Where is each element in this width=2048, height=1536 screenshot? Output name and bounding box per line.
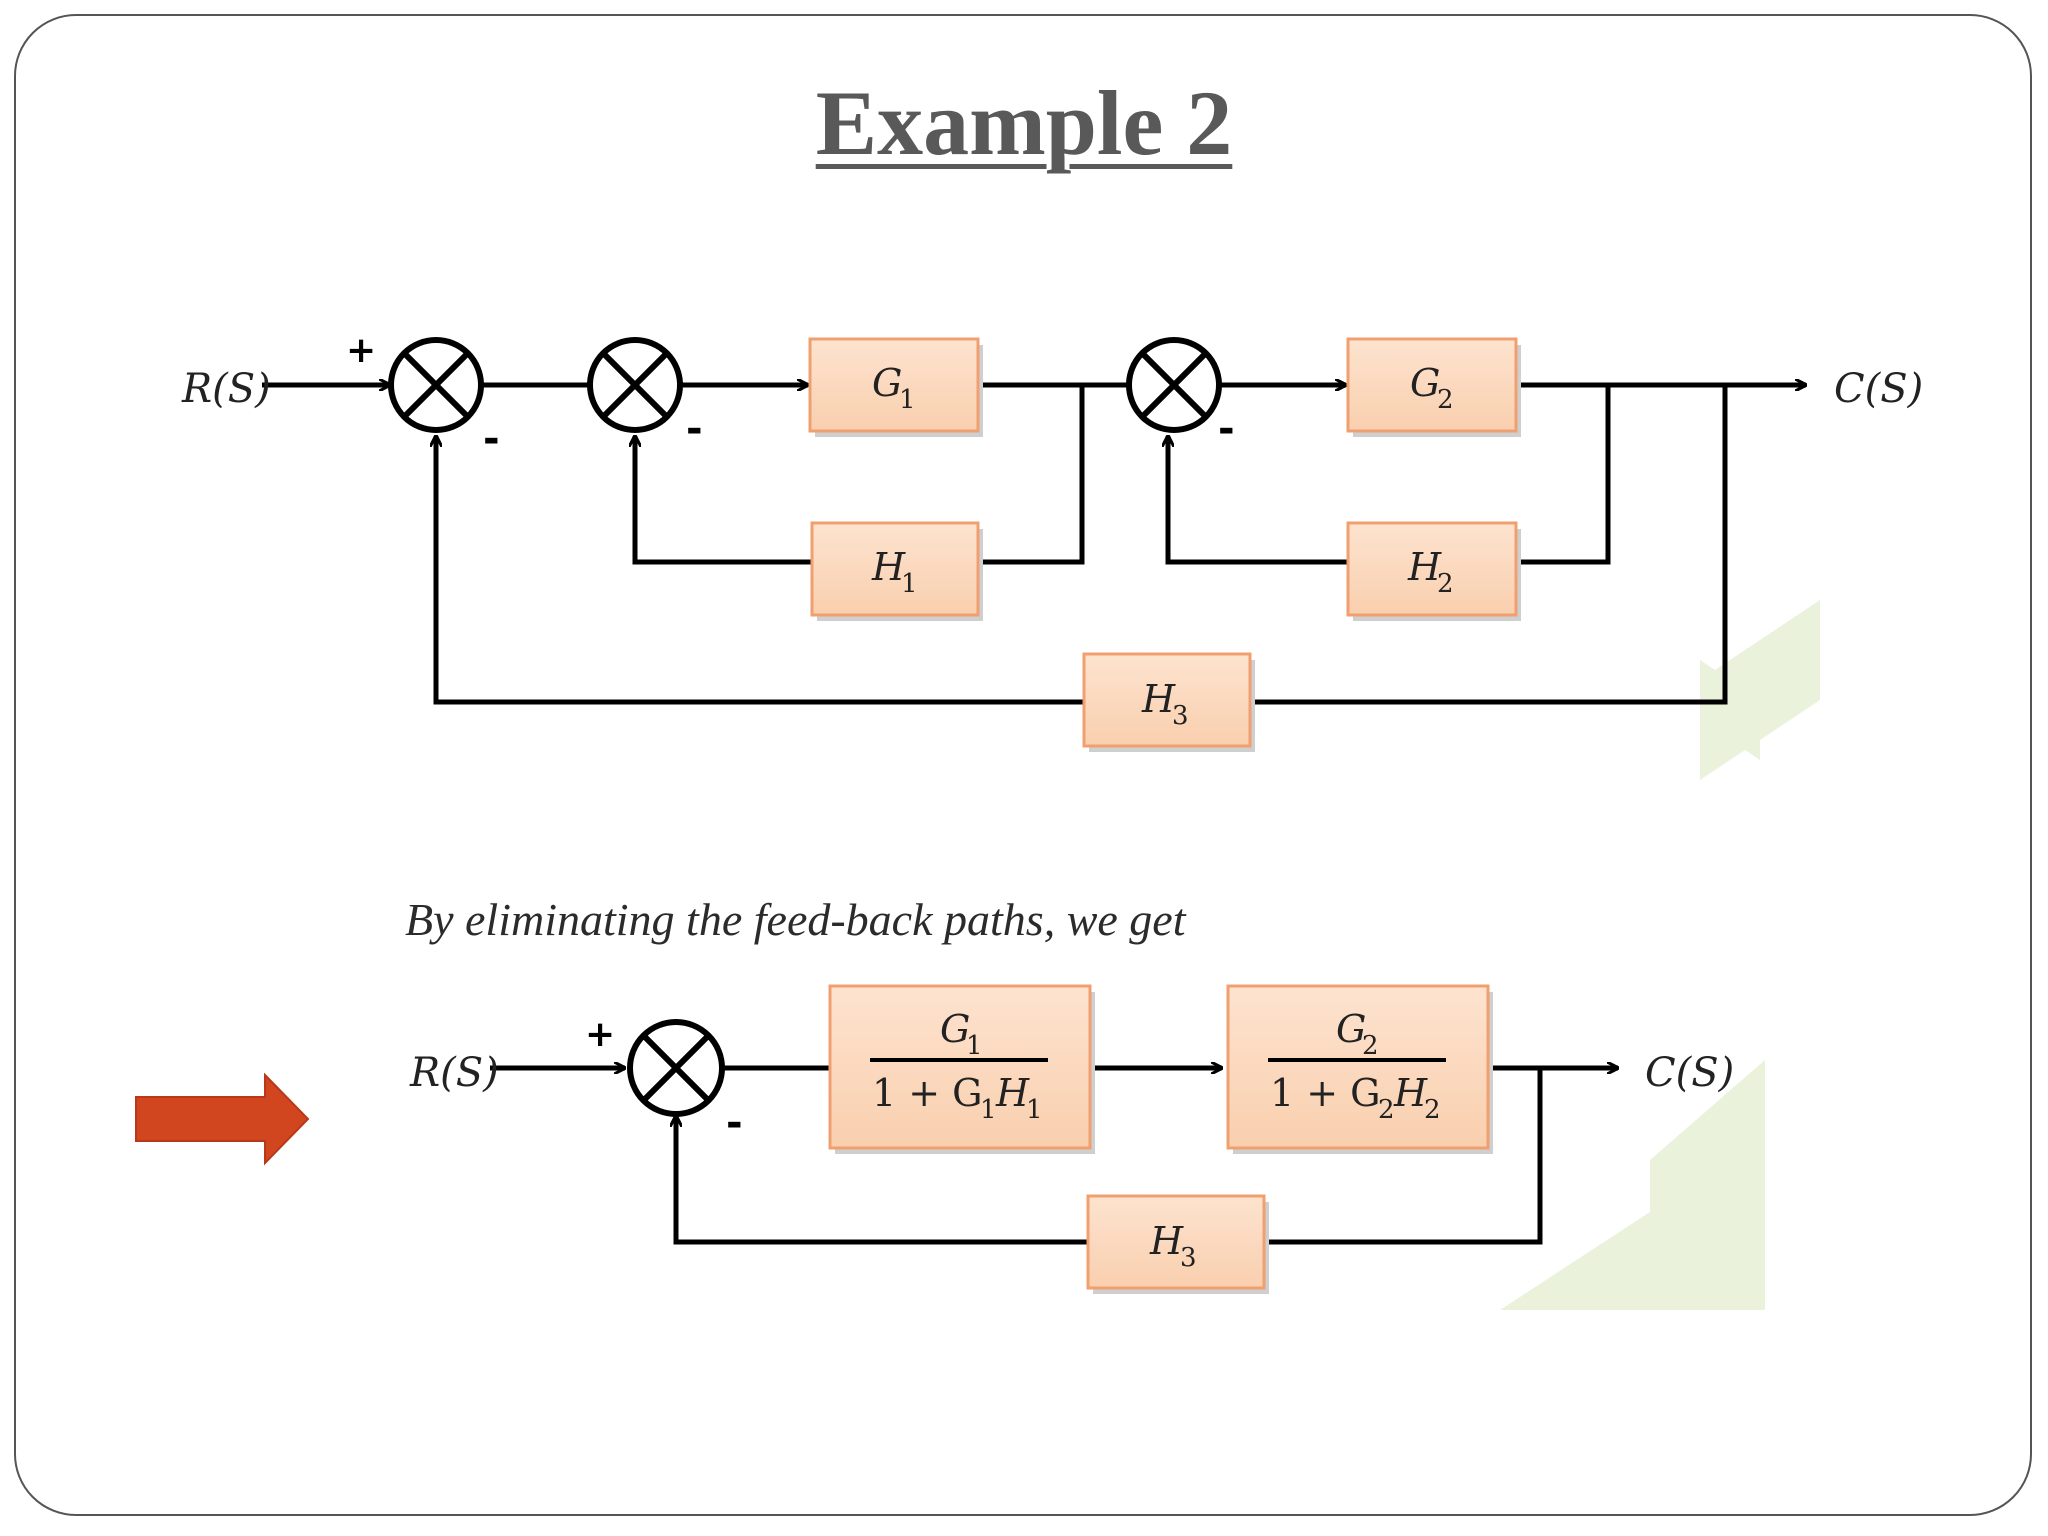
svg-text:1: 1 [966,1031,983,1061]
svg-text:H: H [1407,545,1442,589]
wire-h3-takeoff [1250,385,1728,705]
svg-text:1: 1 [899,385,916,415]
wire-h2-takeoff [1516,385,1611,565]
bottom-diagram: + - R(S) C(S) G 1 1 + G 1 H 1 G 2 1 + G … [409,984,1734,1294]
svg-text:1: 1 [980,1095,997,1125]
svg-text:2: 2 [1362,1031,1379,1061]
summing-junction-2 [587,337,683,433]
svg-text:H: H [1141,677,1176,721]
minus-sign: - [686,406,703,452]
svg-text:G: G [1410,361,1440,405]
block-g1: G 1 [808,337,983,437]
minus-sign: - [726,1100,743,1146]
plus-sign: + [585,1014,615,1055]
output-label: C(S) [1834,366,1923,412]
svg-text:G: G [940,1007,970,1051]
watermark-shapes [1500,600,1820,1310]
svg-text:2: 2 [1378,1095,1395,1125]
svg-text:1 + G: 1 + G [1270,1071,1381,1115]
wire-h1-return [635,436,812,565]
wire-h3-return [676,1116,1088,1245]
svg-text:H: H [1393,1071,1428,1115]
summing-junction-3 [1126,337,1222,433]
svg-text:G: G [872,361,902,405]
minus-sign: - [483,416,500,462]
svg-text:H: H [871,545,906,589]
block-g2: G 2 [1346,337,1521,437]
svg-text:3: 3 [1180,1243,1197,1273]
block-h1: H 1 [810,521,983,621]
slide-title: Example 2 [815,72,1233,174]
minus-sign: - [1218,406,1235,452]
summing-junction [627,1019,725,1117]
svg-text:H: H [1149,1219,1184,1263]
input-label: R(S) [409,1050,499,1096]
svg-text:2: 2 [1437,569,1454,599]
wire-h3-takeoff [1264,1068,1543,1245]
output-label: C(S) [1645,1050,1734,1096]
wire-h2-return [1168,436,1348,565]
block-h3: H 3 [1082,652,1255,752]
top-diagram: + - - - R(S) C(S) G 1 G 2 H 1 H [181,330,1923,752]
block-h2: H 2 [1346,521,1521,621]
svg-text:2: 2 [1437,385,1454,415]
svg-text:1: 1 [901,569,918,599]
wire-h3-return [436,436,1084,705]
summing-junction-1 [388,337,484,433]
right-arrow-icon [135,1072,310,1166]
caption-text: By eliminating the feed-back paths, we g… [405,894,1186,945]
plus-sign: + [346,330,376,371]
svg-text:1 + G: 1 + G [872,1071,983,1115]
block-closed-loop-2: G 2 1 + G 2 H 2 [1226,984,1493,1154]
svg-text:G: G [1336,1007,1366,1051]
input-label: R(S) [181,366,271,412]
svg-text:3: 3 [1172,701,1189,731]
svg-text:2: 2 [1424,1095,1441,1125]
svg-text:1: 1 [1026,1095,1043,1125]
block-closed-loop-1: G 1 1 + G 1 H 1 [828,984,1095,1154]
svg-text:H: H [995,1071,1030,1115]
block-h3: H 3 [1086,1194,1269,1294]
wire-h1-takeoff [978,385,1085,565]
